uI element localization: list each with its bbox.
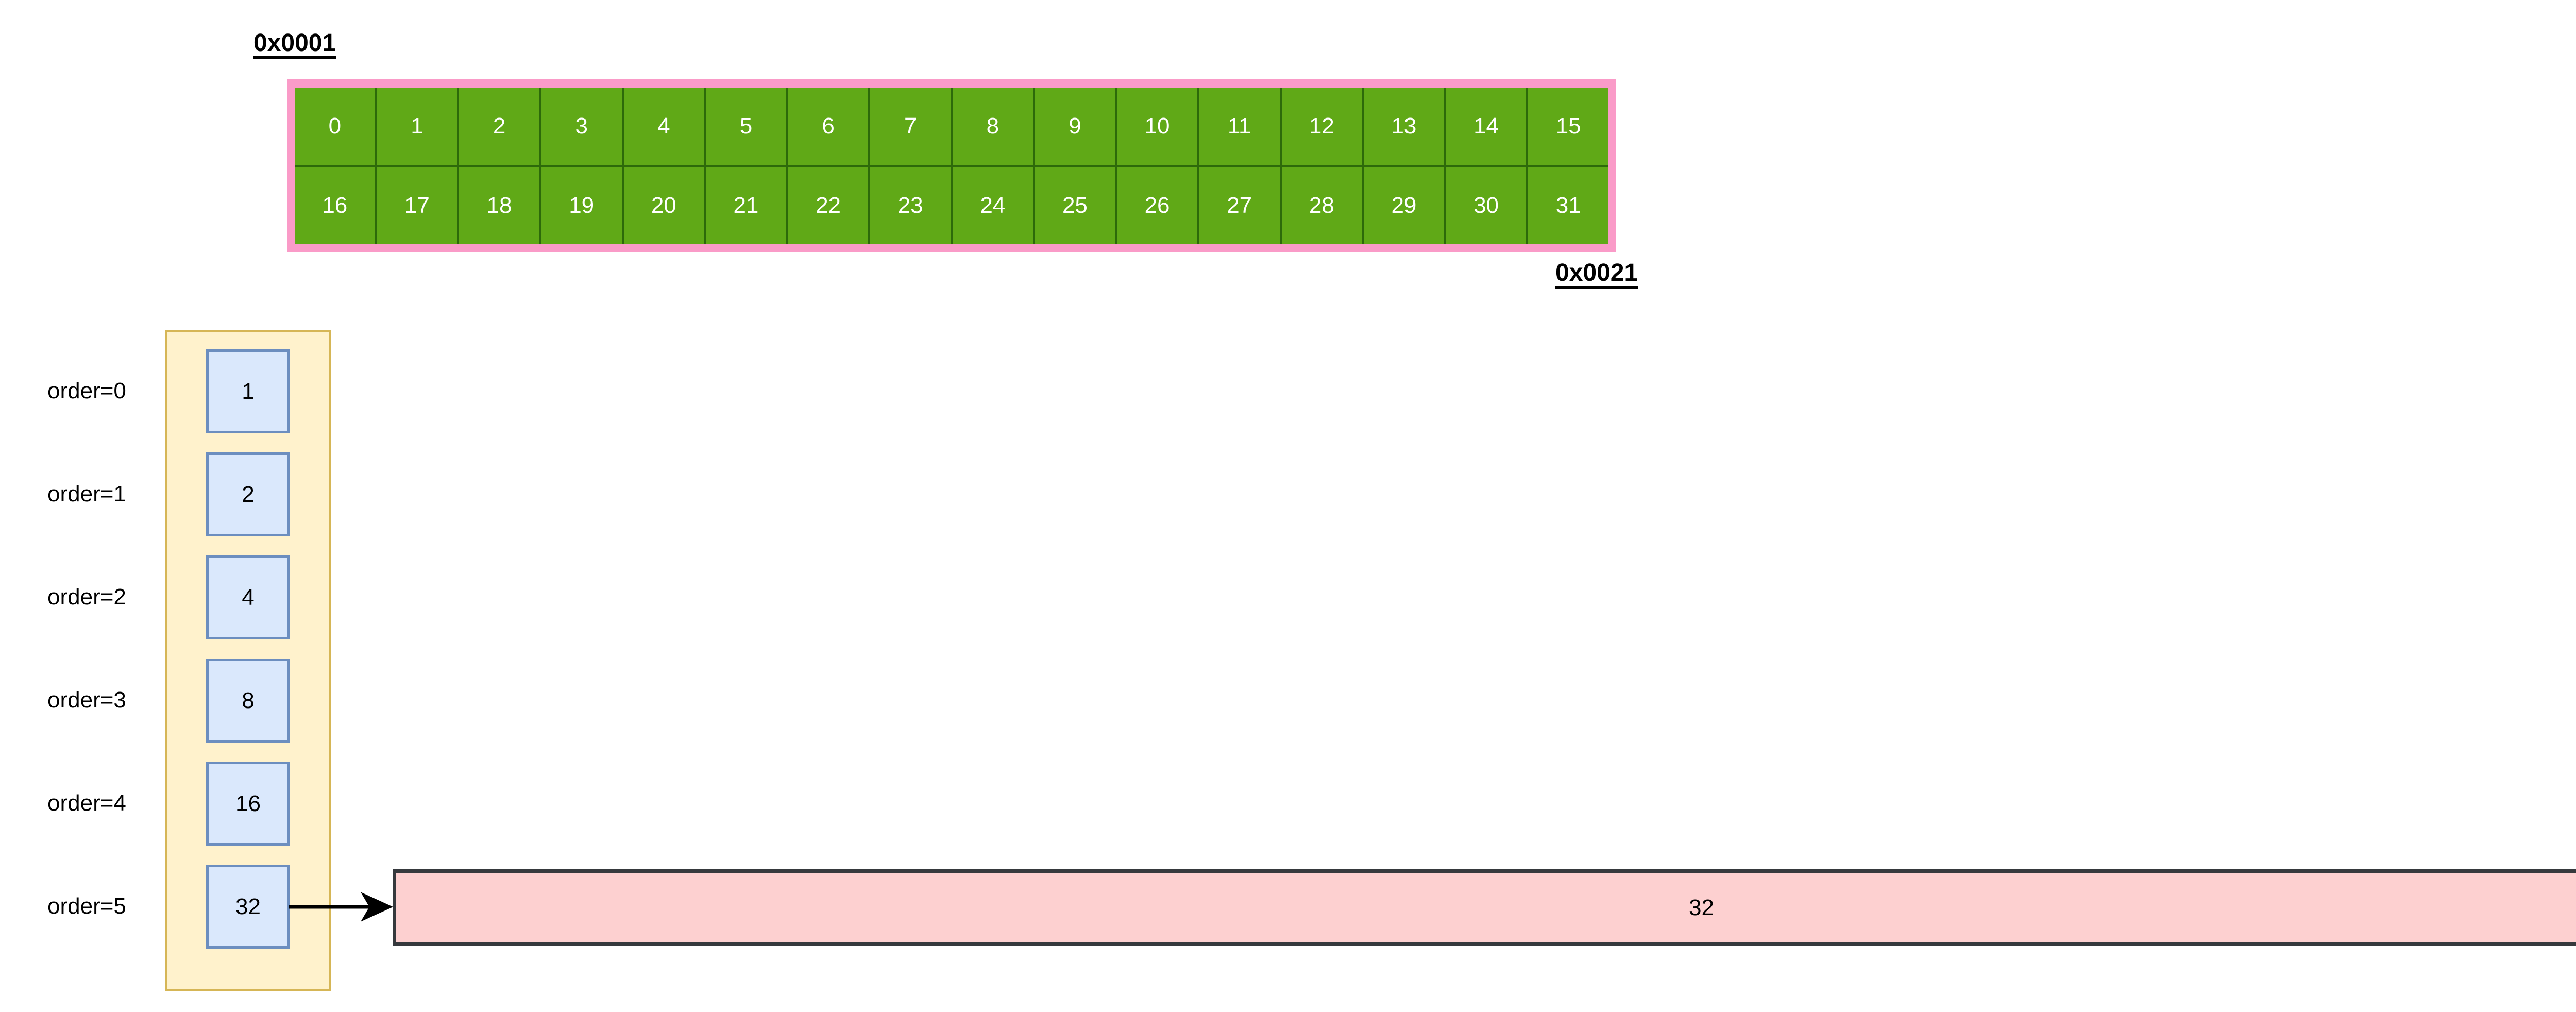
- memory-cell: 24: [953, 167, 1033, 244]
- memory-cell: 13: [1364, 88, 1444, 165]
- order-3-size-box[interactable]: 8: [206, 659, 290, 743]
- order-2-label: order=2: [47, 584, 126, 610]
- memory-cell: 1: [377, 88, 457, 165]
- memory-cell: 6: [788, 88, 869, 165]
- allocated-block: 32: [393, 869, 2576, 946]
- memory-start-address-label: 0x0001: [253, 29, 336, 57]
- memory-cell: 7: [870, 88, 951, 165]
- free-list-order-column: 1 2 4 8 16 32: [165, 330, 331, 991]
- memory-end-address-label: 0x0021: [1555, 259, 1638, 286]
- memory-cell: 23: [870, 167, 951, 244]
- order-1-size-box[interactable]: 2: [206, 452, 290, 536]
- memory-cell: 30: [1446, 167, 1527, 244]
- memory-cell: 8: [953, 88, 1033, 165]
- order-5-to-block-arrow: [289, 892, 393, 922]
- order-1-label: order=1: [47, 481, 126, 507]
- order-3-label: order=3: [47, 687, 126, 713]
- memory-cell: 22: [788, 167, 869, 244]
- memory-cell: 25: [1035, 167, 1115, 244]
- memory-cell: 18: [459, 167, 539, 244]
- order-4-label: order=4: [47, 790, 126, 816]
- memory-cell: 5: [706, 88, 786, 165]
- memory-cell: 11: [1199, 88, 1280, 165]
- memory-cell: 9: [1035, 88, 1115, 165]
- order-5-label: order=5: [47, 893, 126, 919]
- order-0-size-box[interactable]: 1: [206, 349, 290, 433]
- memory-cell: 28: [1281, 167, 1362, 244]
- memory-cell: 19: [541, 167, 622, 244]
- memory-cell: 2: [459, 88, 539, 165]
- memory-cell: 26: [1117, 167, 1197, 244]
- memory-cell: 21: [706, 167, 786, 244]
- memory-cell: 4: [623, 88, 704, 165]
- memory-cell: 17: [377, 167, 457, 244]
- memory-cell: 14: [1446, 88, 1527, 165]
- memory-cell: 29: [1364, 167, 1444, 244]
- order-4-size-box[interactable]: 16: [206, 762, 290, 846]
- memory-cell: 3: [541, 88, 622, 165]
- memory-cell: 31: [1528, 167, 1608, 244]
- memory-cell: 10: [1117, 88, 1197, 165]
- order-2-size-box[interactable]: 4: [206, 555, 290, 639]
- memory-cell: 27: [1199, 167, 1280, 244]
- allocated-block-label: 32: [1689, 895, 1714, 920]
- memory-cell: 0: [295, 88, 375, 165]
- order-0-label: order=0: [47, 378, 126, 403]
- memory-cell: 20: [623, 167, 704, 244]
- memory-cell: 15: [1528, 88, 1608, 165]
- memory-cell: 16: [295, 167, 375, 244]
- order-5-size-box[interactable]: 32: [206, 865, 290, 949]
- memory-cell: 12: [1281, 88, 1362, 165]
